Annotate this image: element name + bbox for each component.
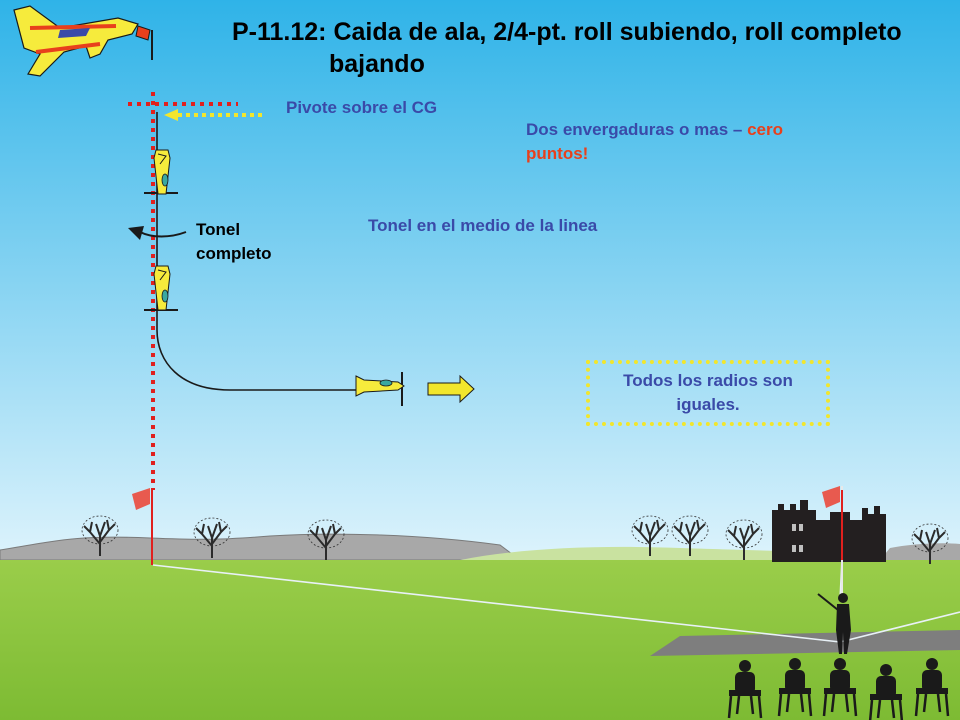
pivot-arrow [164,109,262,121]
label-full-roll: Tonel completo [196,218,272,266]
label-span-rule-penalty: cero [747,120,784,139]
label-roll-middle: Tonel en el medio de la linea [368,216,598,235]
airplane-logo-icon [13,5,153,77]
runway [650,630,960,656]
hills [460,546,800,560]
label-full-roll-line-1: Tonel [196,220,241,239]
pilot-icon [817,593,851,654]
label-span-rule: Dos envergaduras o mas – cero puntos! [526,118,886,166]
roll-arrow [128,226,187,240]
aircraft-horizontal [355,372,405,406]
castle-icon [772,500,886,562]
title-line-2: bajando [329,50,425,78]
aircraft-vertical-bottom [144,265,178,311]
label-radii-equal: Todos los radios son iguales. [623,371,793,414]
hills [0,533,522,561]
title-line-1: P-11.12: Caida de ala, 2/4-pt. roll subi… [232,18,902,46]
flag-right-icon [822,486,843,600]
label-full-roll-line-2: completo [196,244,272,263]
aircraft-vertical-top [144,149,178,195]
page-title: P-11.12: Caida de ala, 2/4-pt. roll subi… [232,16,952,80]
hills [880,543,960,560]
radii-note-box: Todos los radios son iguales. [586,360,830,426]
label-span-rule-suffix: puntos! [526,144,589,163]
label-span-rule-prefix: Dos envergaduras o mas – [526,120,748,139]
label-pivot: Pivote sobre el CG [286,98,438,117]
sky [0,0,960,560]
flag-left-icon [132,488,153,565]
direction-arrow [427,374,475,404]
flight-path [156,112,356,391]
